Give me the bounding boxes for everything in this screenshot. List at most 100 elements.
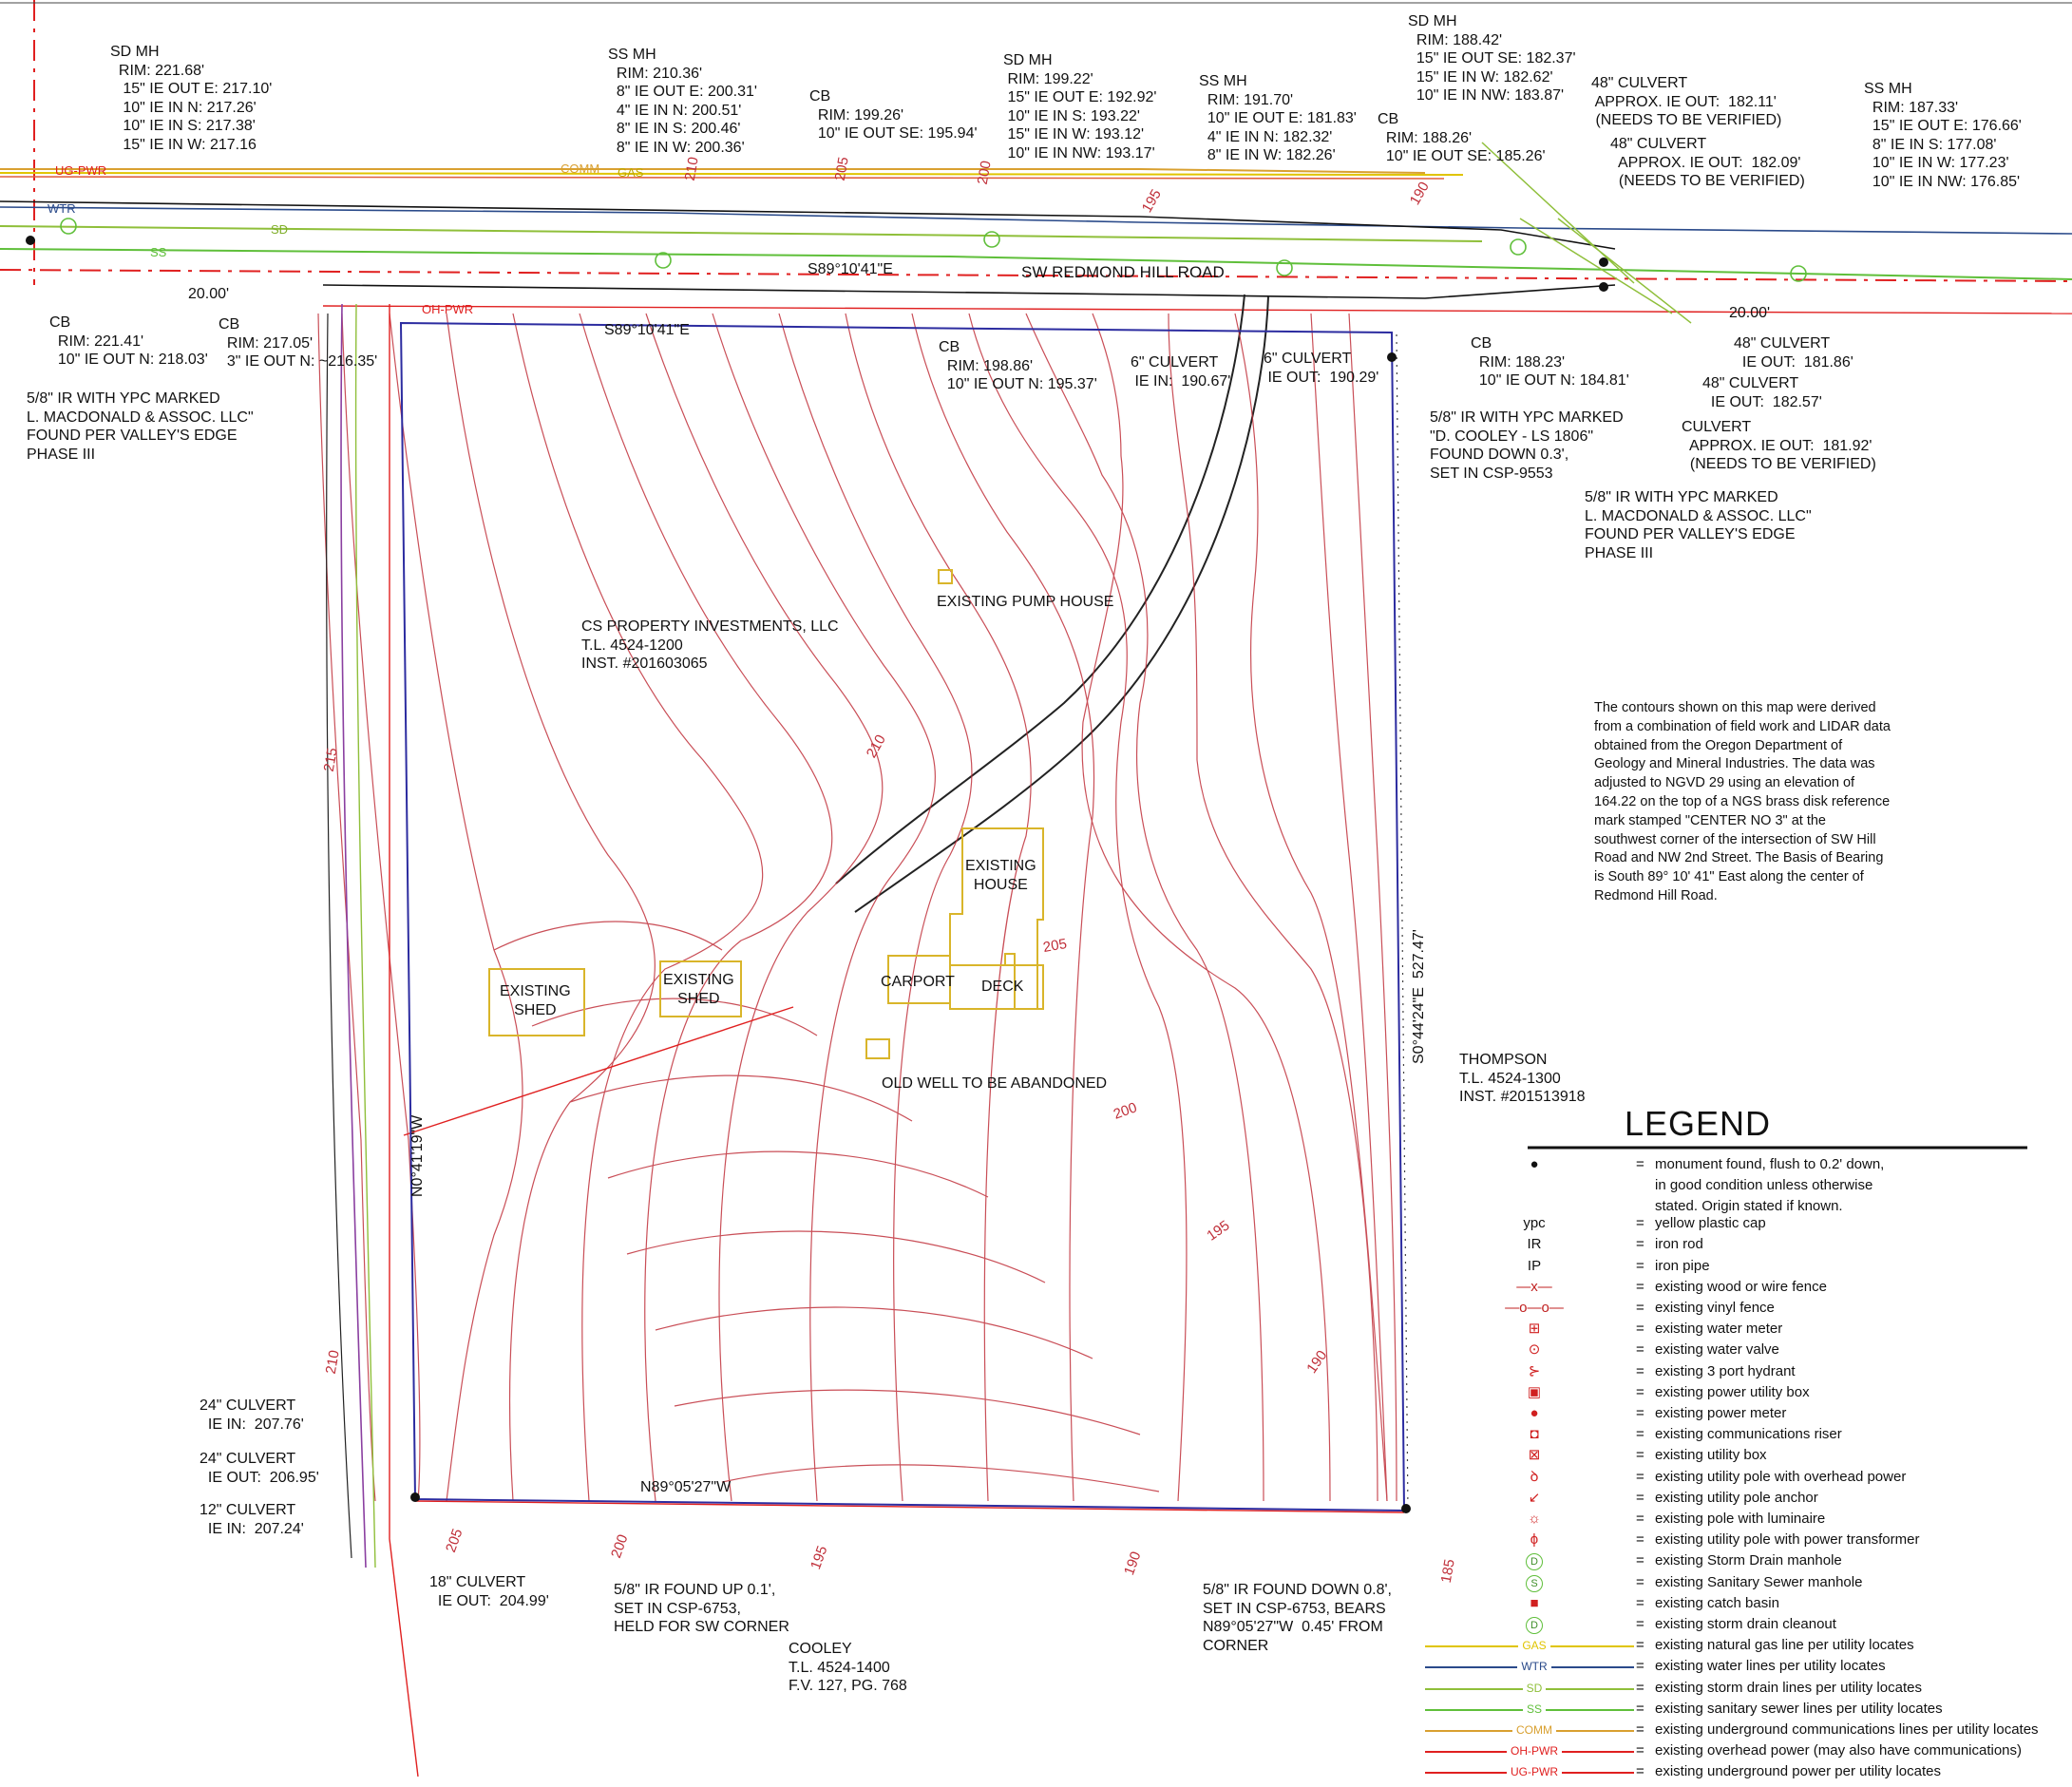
legend-item: ■ = existing catch basin [1425, 1593, 2071, 1614]
legend-equals: = [1636, 1637, 1644, 1654]
legend-item: D=existing storm drain cleanout [1425, 1614, 2071, 1635]
legend-text: existing water valve [1655, 1341, 1779, 1359]
ss-manhole-icon [1790, 265, 1807, 282]
driveway [835, 294, 1269, 913]
shed-center-outline [659, 960, 742, 1017]
callout-culvert-24-a: 24" CULVERT IE IN: 207.76' [200, 1397, 304, 1433]
catch-basin-icon: ■ [1530, 1594, 1539, 1611]
legend-item: OH-PWR=existing overhead power (may also… [1425, 1740, 2071, 1761]
legend-item: GAS = existing natural gas line per utilit… [1425, 1635, 2071, 1656]
legend-text: existing water meter [1655, 1321, 1783, 1338]
legend-item: ϕ=existing utility pole with power trans… [1425, 1530, 2071, 1550]
legend-text: iron rod [1655, 1236, 1703, 1253]
legend-equals: = [1636, 1156, 1644, 1172]
label-carport: CARPORT [881, 974, 955, 990]
sd-manhole-icon [983, 231, 1000, 248]
line-label-comm: COMM [561, 162, 600, 176]
callout-culvert-48-b: 48" CULVERT APPROX. IE OUT: 182.09' (NEE… [1610, 136, 1805, 189]
vinyl-fence-icon: —o—o— [1505, 1300, 1564, 1316]
legend-title: LEGEND [1625, 1104, 1772, 1143]
legend-abbrev: ● [1530, 1156, 1539, 1172]
legend-text: existing wood or wire fence [1655, 1278, 1827, 1295]
label-shed-west: EXISTING SHED [500, 983, 571, 1018]
legend-line-label: WTR [1517, 1660, 1551, 1674]
legend-equals: = [1636, 1405, 1644, 1421]
bearing-east-line: S0°44'24"E 527.47' [1411, 929, 1427, 1064]
legend-item: ⊠=existing utility box [1425, 1445, 2071, 1466]
well-outline [865, 1038, 890, 1059]
legend-line-label: UG-PWR [1507, 1765, 1562, 1779]
legend-text: existing Sanitary Sewer manhole [1655, 1573, 1863, 1590]
legend-abbrev: IP [1527, 1257, 1542, 1274]
legend-line-symbol: OH-PWR [1425, 1740, 1644, 1761]
callout-cb-2: CB RIM: 188.26' 10" IE OUT SE: 185.26' [1378, 111, 1546, 164]
legend-equals: = [1636, 1552, 1644, 1569]
bearing-south-line: N89°05'27"W [640, 1479, 732, 1495]
bearing-road-center: S89°10'41"E [808, 261, 893, 277]
ohpwr-west [389, 304, 419, 1777]
parcel-south: COOLEY T.L. 4524-1400 F.V. 127, PG. 768 [789, 1641, 907, 1694]
legend-equals: = [1636, 1594, 1644, 1611]
legend-equals: = [1636, 1236, 1644, 1253]
legend-equals: = [1636, 1383, 1644, 1400]
legend-text: existing storm drain cleanout [1655, 1616, 1836, 1632]
legend-abbrev: IR [1527, 1236, 1542, 1253]
comm-line [0, 168, 1426, 174]
legend-item: ꝺ=existing utility pole with overhead po… [1425, 1467, 2071, 1488]
legend-item: SS=existing sanitary sewer lines per uti… [1425, 1699, 2071, 1720]
legend-text: existing pole with luminaire [1655, 1511, 1826, 1527]
callout-monument-nw: 5/8" IR WITH YPC MARKED L. MACDONALD & A… [27, 390, 254, 463]
legend-equals: = [1636, 1721, 1644, 1738]
callout-cb-6: CB RIM: 188.23' 10" IE OUT N: 184.81' [1471, 335, 1629, 389]
property-boundary [399, 321, 1409, 1513]
legend-equals: = [1636, 1215, 1644, 1232]
south-fence [414, 1500, 1405, 1513]
sd-manhole-icon [60, 218, 77, 235]
callout-monument-se: 5/8" IR FOUND DOWN 0.8', SET IN CSP-6753… [1203, 1582, 1392, 1654]
callout-culvert-48-a: 48" CULVERT APPROX. IE OUT: 182.11' (NEE… [1591, 75, 1782, 128]
structures [488, 569, 1044, 1059]
legend-equals: = [1636, 1763, 1644, 1780]
east-fence [1396, 333, 1409, 1513]
parcel-east: THOMPSON T.L. 4524-1300 INST. #201513918 [1459, 1052, 1586, 1105]
legend-line-symbol: COMM [1425, 1720, 1644, 1740]
callout-ss-mh-2: SS MH RIM: 191.70' 10" IE OUT E: 181.83'… [1199, 73, 1357, 163]
legend-equals: = [1636, 1300, 1644, 1316]
callout-ss-mh-1: SS MH RIM: 210.36' 8" IE OUT E: 200.31' … [608, 47, 757, 156]
callout-sd-mh-2: SD MH RIM: 199.22' 15" IE OUT E: 192.92'… [1003, 52, 1157, 162]
sd-manhole-icon [1510, 238, 1527, 256]
legend-line-label: GAS [1518, 1639, 1550, 1653]
legend-text: existing power meter [1655, 1405, 1787, 1421]
manholes [60, 218, 1807, 282]
fence-icon: —x— [1516, 1278, 1552, 1295]
ss-manhole-icon [655, 252, 672, 269]
road-width-east: 20.00' [1729, 305, 1771, 321]
legend-equals: = [1636, 1321, 1644, 1338]
ugpwr-line [0, 176, 1445, 180]
label-old-well: OLD WELL TO BE ABANDONED [882, 1075, 1108, 1092]
legend-text: existing underground power per utility l… [1655, 1763, 1942, 1780]
legend-text: existing natural gas line per utility lo… [1655, 1637, 1914, 1654]
legend-item: ⊱=existing 3 port hydrant [1425, 1361, 2071, 1382]
hydrant-icon: ⊱ [1528, 1362, 1541, 1379]
line-label-ugpwr: UG-PWR [55, 163, 107, 178]
legend-line-label: SS [1522, 1701, 1546, 1716]
legend-equals: = [1636, 1341, 1644, 1359]
legend-item: ☼=existing pole with luminaire [1425, 1509, 2071, 1530]
legend-text: existing catch basin [1655, 1594, 1779, 1611]
callout-ss-mh-3: SS MH RIM: 187.33' 15" IE OUT E: 176.66'… [1864, 81, 2022, 190]
legend-text: existing utility box [1655, 1447, 1767, 1464]
legend-equals: = [1636, 1468, 1644, 1485]
legend-item: —o—o—=existing vinyl fence [1425, 1298, 2071, 1319]
parcel-subject: CS PROPERTY INVESTMENTS, LLC T.L. 4524-1… [581, 618, 839, 672]
legend-item: IP=iron pipe [1425, 1256, 2071, 1277]
legend-item: ypc=yellow plastic cap [1425, 1213, 2071, 1234]
legend-equals: = [1636, 1742, 1644, 1759]
legend-equals: = [1636, 1257, 1644, 1274]
bearing-north-line: S89°10'41"E [604, 322, 690, 338]
ohpwr-north [322, 305, 2072, 314]
label-house: EXISTING HOUSE [965, 858, 1036, 893]
legend-line-symbol: WTR [1425, 1656, 1644, 1677]
comm-riser-icon: ◘ [1530, 1426, 1539, 1443]
